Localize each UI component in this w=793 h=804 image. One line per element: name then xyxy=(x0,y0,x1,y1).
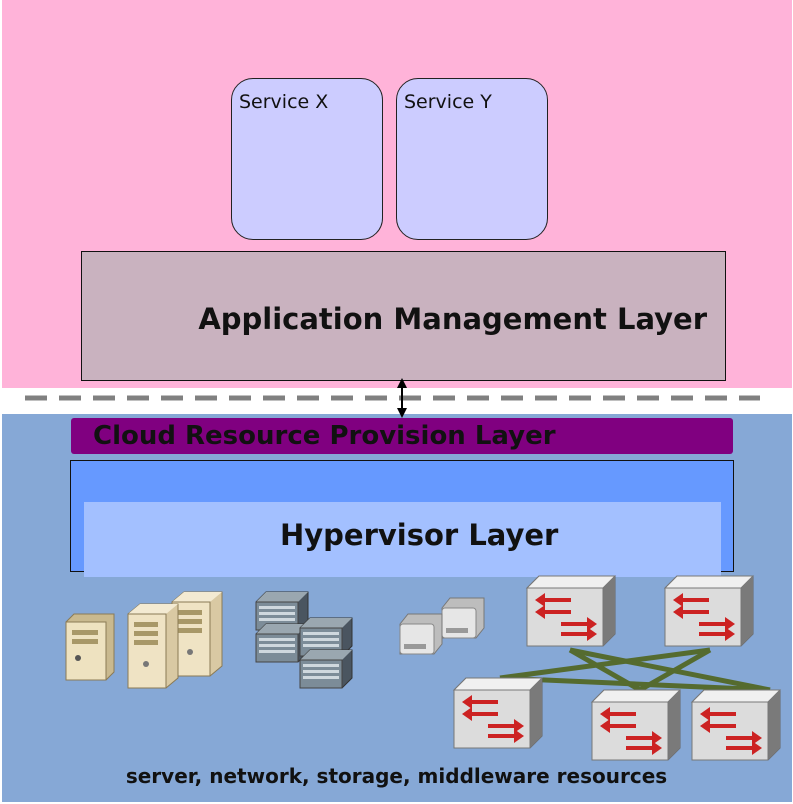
storage-drive-icon xyxy=(399,597,485,655)
service-y-label: Service Y xyxy=(404,91,492,113)
hypervisor-layer: Hypervisor Layer xyxy=(84,502,721,577)
tower-server-icon xyxy=(127,591,223,689)
network-links xyxy=(499,647,771,693)
rack-server-icon xyxy=(255,591,353,689)
cloud-resource-provision-layer: Cloud Resource Provision Layer xyxy=(71,418,733,454)
service-y-box: Service Y xyxy=(396,78,548,240)
cloud-layer-label: Cloud Resource Provision Layer xyxy=(93,421,556,451)
application-layer-label: Application Management Layer xyxy=(198,302,707,336)
service-x-label: Service X xyxy=(239,91,329,113)
resources-caption: server, network, storage, middleware res… xyxy=(125,764,668,788)
network-switch-icon xyxy=(453,575,781,761)
hypervisor-layer-label: Hypervisor Layer xyxy=(280,518,559,552)
desktop-server-icon xyxy=(65,613,115,681)
service-x-box: Service X xyxy=(231,78,383,240)
